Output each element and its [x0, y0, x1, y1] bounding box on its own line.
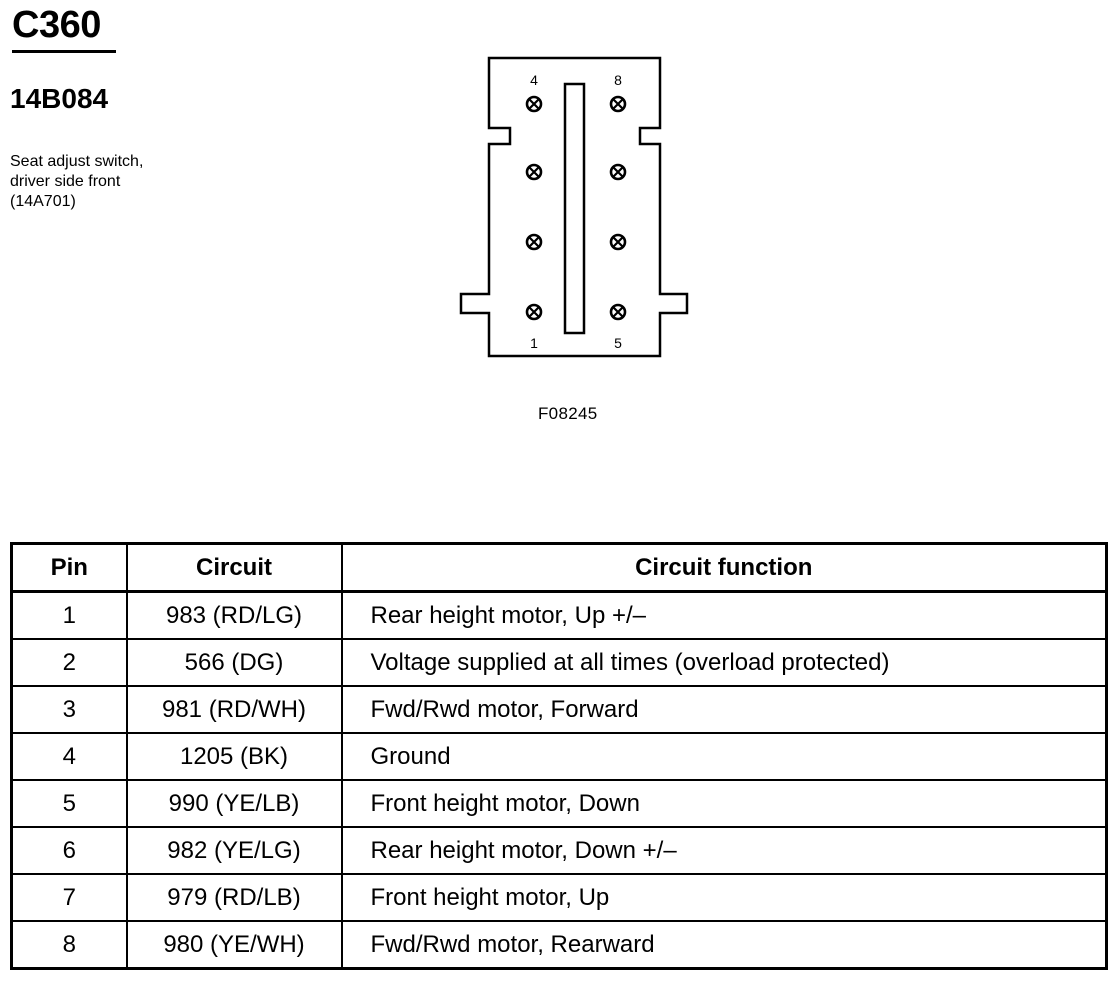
table-row: 2 566 (DG) Voltage supplied at all times… [10, 638, 1108, 687]
title-underline [12, 50, 116, 53]
pin-cavity [609, 233, 627, 251]
pinout-table: Pin Circuit Circuit function 1 983 (RD/L… [10, 542, 1108, 970]
cell-function: Front height motor, Up [340, 873, 1108, 922]
cell-function: Rear height motor, Down +/– [340, 826, 1108, 875]
description-line: driver side front [10, 173, 121, 190]
pin-cavity [525, 303, 543, 321]
connector-face-diagram: 4 8 1 5 [459, 56, 689, 358]
cell-function: Rear height motor, Up +/– [340, 590, 1108, 640]
cell-circuit: 979 (RD/LB) [125, 873, 343, 922]
header-circuit-function: Circuit function [340, 542, 1108, 593]
pin-label-bottom-right: 5 [614, 335, 622, 351]
cell-circuit: 983 (RD/LG) [125, 590, 343, 640]
table-row: 8 980 (YE/WH) Fwd/Rwd motor, Rearward [10, 920, 1108, 970]
pin-cavity [609, 303, 627, 321]
part-number: 14B084 [10, 83, 109, 114]
table-row: 5 990 (YE/LB) Front height motor, Down [10, 779, 1108, 828]
cell-circuit: 982 (YE/LG) [125, 826, 343, 875]
cell-function: Front height motor, Down [340, 779, 1108, 828]
table-header-row: Pin Circuit Circuit function [10, 542, 1108, 593]
cell-pin: 6 [10, 826, 128, 875]
table-row: 6 982 (YE/LG) Rear height motor, Down +/… [10, 826, 1108, 875]
cell-circuit: 566 (DG) [125, 638, 343, 687]
pin-label-top-right: 8 [614, 72, 622, 88]
cell-pin: 8 [10, 920, 128, 970]
header-circuit: Circuit [125, 542, 343, 593]
table-row: 3 981 (RD/WH) Fwd/Rwd motor, Forward [10, 685, 1108, 734]
connector-description: Seat adjust switch, driver side front (1… [10, 152, 230, 212]
pin-label-top-left: 4 [530, 72, 538, 88]
header-pin: Pin [10, 542, 128, 593]
pin-cavity [525, 95, 543, 113]
pin-cavity [525, 163, 543, 181]
cell-circuit: 990 (YE/LB) [125, 779, 343, 828]
cell-pin: 3 [10, 685, 128, 734]
pin-cavity [609, 95, 627, 113]
connector-housing-outline [459, 56, 689, 358]
cell-circuit: 981 (RD/WH) [125, 685, 343, 734]
pin-label-bottom-left: 1 [530, 335, 538, 351]
description-line: (14A701) [10, 193, 76, 210]
cell-pin: 1 [10, 590, 128, 640]
connector-center-slot [563, 82, 586, 335]
table-row: 7 979 (RD/LB) Front height motor, Up [10, 873, 1108, 922]
cell-function: Fwd/Rwd motor, Rearward [340, 920, 1108, 970]
cell-function: Ground [340, 732, 1108, 781]
cell-function: Voltage supplied at all times (overload … [340, 638, 1108, 687]
pin-cavity [609, 163, 627, 181]
table-row: 1 983 (RD/LG) Rear height motor, Up +/– [10, 590, 1108, 640]
description-line: Seat adjust switch, [10, 153, 144, 170]
cell-pin: 7 [10, 873, 128, 922]
connector-id: C360 [12, 4, 101, 46]
cell-pin: 4 [10, 732, 128, 781]
figure-id: F08245 [538, 404, 598, 423]
pin-cavity [525, 233, 543, 251]
pin-cavities [525, 95, 627, 321]
table-row: 4 1205 (BK) Ground [10, 732, 1108, 781]
cell-circuit: 980 (YE/WH) [125, 920, 343, 970]
cell-pin: 2 [10, 638, 128, 687]
cell-function: Fwd/Rwd motor, Forward [340, 685, 1108, 734]
cell-pin: 5 [10, 779, 128, 828]
cell-circuit: 1205 (BK) [125, 732, 343, 781]
